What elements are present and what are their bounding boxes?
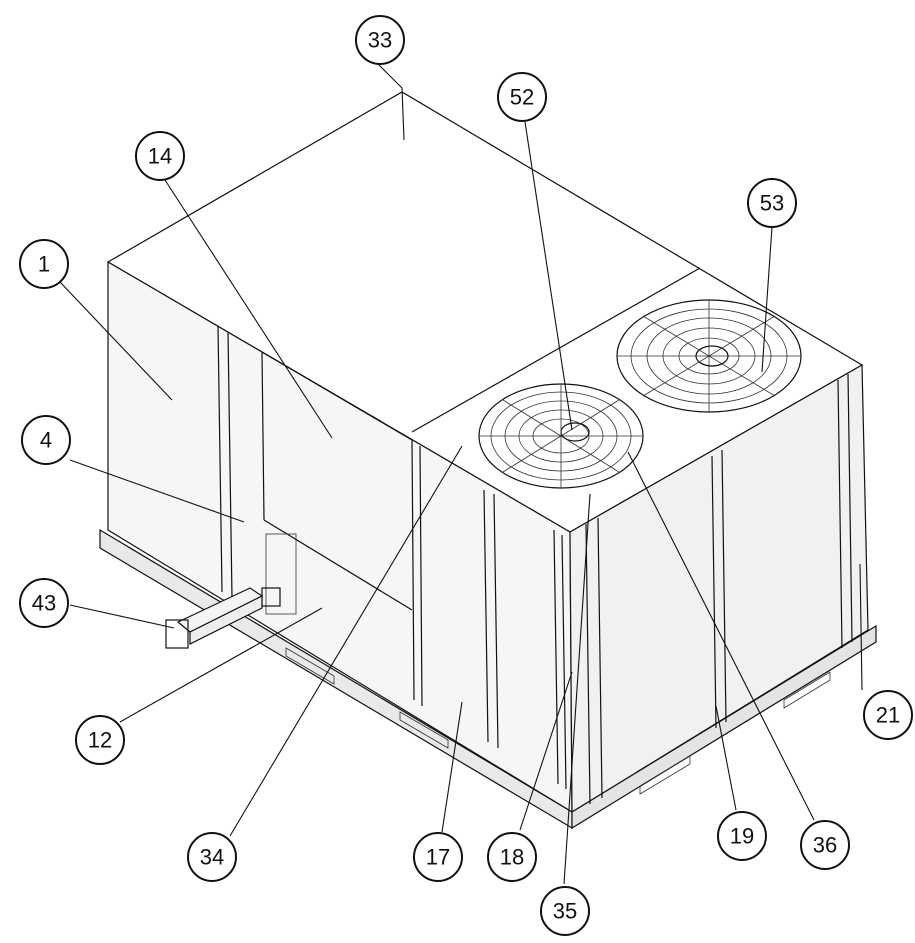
panel-divider — [597, 517, 603, 799]
right-face-panels — [285, 373, 853, 805]
leader-18 — [519, 671, 573, 831]
callout-52: 52 — [497, 72, 547, 122]
leader-12 — [119, 607, 323, 723]
callout-4-label: 4 — [40, 428, 52, 453]
leader-17 — [441, 701, 463, 833]
unit-body — [99, 91, 877, 830]
panel-divider — [263, 519, 413, 611]
bracket-assembly — [165, 587, 264, 649]
access-opening — [265, 533, 297, 615]
panel-divider — [847, 373, 853, 643]
leader-14 — [164, 179, 333, 439]
leader-53 — [761, 226, 773, 373]
base-rail-right — [571, 624, 877, 830]
callout-17-label: 17 — [426, 845, 450, 870]
callout-19-label: 19 — [730, 824, 754, 849]
leader-52 — [524, 121, 573, 431]
panel-divider — [419, 445, 423, 707]
callout-21-label: 21 — [876, 703, 900, 728]
callout-34-label: 34 — [200, 845, 224, 870]
panel-divider — [483, 489, 489, 743]
panel-divider — [493, 493, 499, 749]
leader-4 — [69, 459, 245, 523]
callout-36: 36 — [800, 820, 850, 870]
panel-divider — [721, 449, 727, 723]
condenser-fan-front — [478, 383, 644, 489]
callout-35-label: 35 — [553, 899, 577, 924]
fan-guard-spokes — [617, 300, 801, 412]
leader-34 — [229, 445, 463, 837]
left-face-panels — [217, 325, 567, 790]
callout-4: 4 — [21, 415, 71, 465]
callout-1-label: 1 — [38, 252, 50, 277]
callout-43-label: 43 — [32, 591, 56, 616]
fork-slot — [639, 755, 691, 795]
callout-36-label: 36 — [813, 833, 837, 858]
callout-12: 12 — [75, 715, 125, 765]
callout-52-label: 52 — [510, 85, 534, 110]
condenser-fan-rear — [616, 299, 802, 413]
callout-12-label: 12 — [88, 728, 112, 753]
callout-35: 35 — [540, 886, 590, 936]
callout-14: 14 — [135, 131, 185, 181]
panel-divider — [261, 351, 413, 441]
panel-divider — [585, 523, 591, 805]
callout-19: 19 — [717, 811, 767, 861]
leader-lines — [59, 61, 863, 885]
callout-53: 53 — [747, 178, 797, 228]
panel-divider — [553, 529, 559, 785]
callout-1: 1 — [19, 239, 69, 289]
leader-21 — [859, 563, 863, 691]
fork-slot — [285, 647, 335, 685]
fan-guard-spokes — [479, 384, 643, 488]
fork-slot — [783, 671, 831, 709]
callout-14-label: 14 — [148, 144, 172, 169]
panel-divider — [217, 325, 223, 593]
callout-18-label: 18 — [500, 845, 524, 870]
panel-divider — [561, 534, 567, 790]
leader-1 — [59, 281, 173, 401]
callout-21: 21 — [863, 690, 913, 740]
panel-divider — [261, 351, 265, 521]
panel-divider — [227, 331, 233, 599]
callout-33-label: 33 — [368, 28, 392, 53]
callout-43: 43 — [19, 578, 69, 628]
callout-53-label: 53 — [760, 191, 784, 216]
callout-34: 34 — [187, 832, 237, 882]
bracket-plate — [165, 619, 189, 649]
callout-33: 33 — [355, 15, 405, 65]
top-panel-seam — [411, 267, 701, 433]
panel-divider — [837, 379, 843, 649]
leader-43 — [69, 604, 175, 629]
panel-divider — [711, 455, 717, 729]
callout-18: 18 — [487, 832, 537, 882]
panel-divider — [411, 439, 415, 701]
leader-35 — [563, 493, 591, 885]
leader-33 — [375, 61, 405, 141]
fork-slot — [399, 711, 449, 749]
bracket-arm-side — [189, 595, 263, 645]
callout-17: 17 — [413, 832, 463, 882]
right-side-face — [569, 363, 869, 814]
leader-36 — [627, 451, 815, 821]
leader-19 — [715, 705, 737, 811]
callout-group: 33 52 14 53 1 4 43 12 21 36 34 17 18 19 … — [19, 15, 913, 936]
